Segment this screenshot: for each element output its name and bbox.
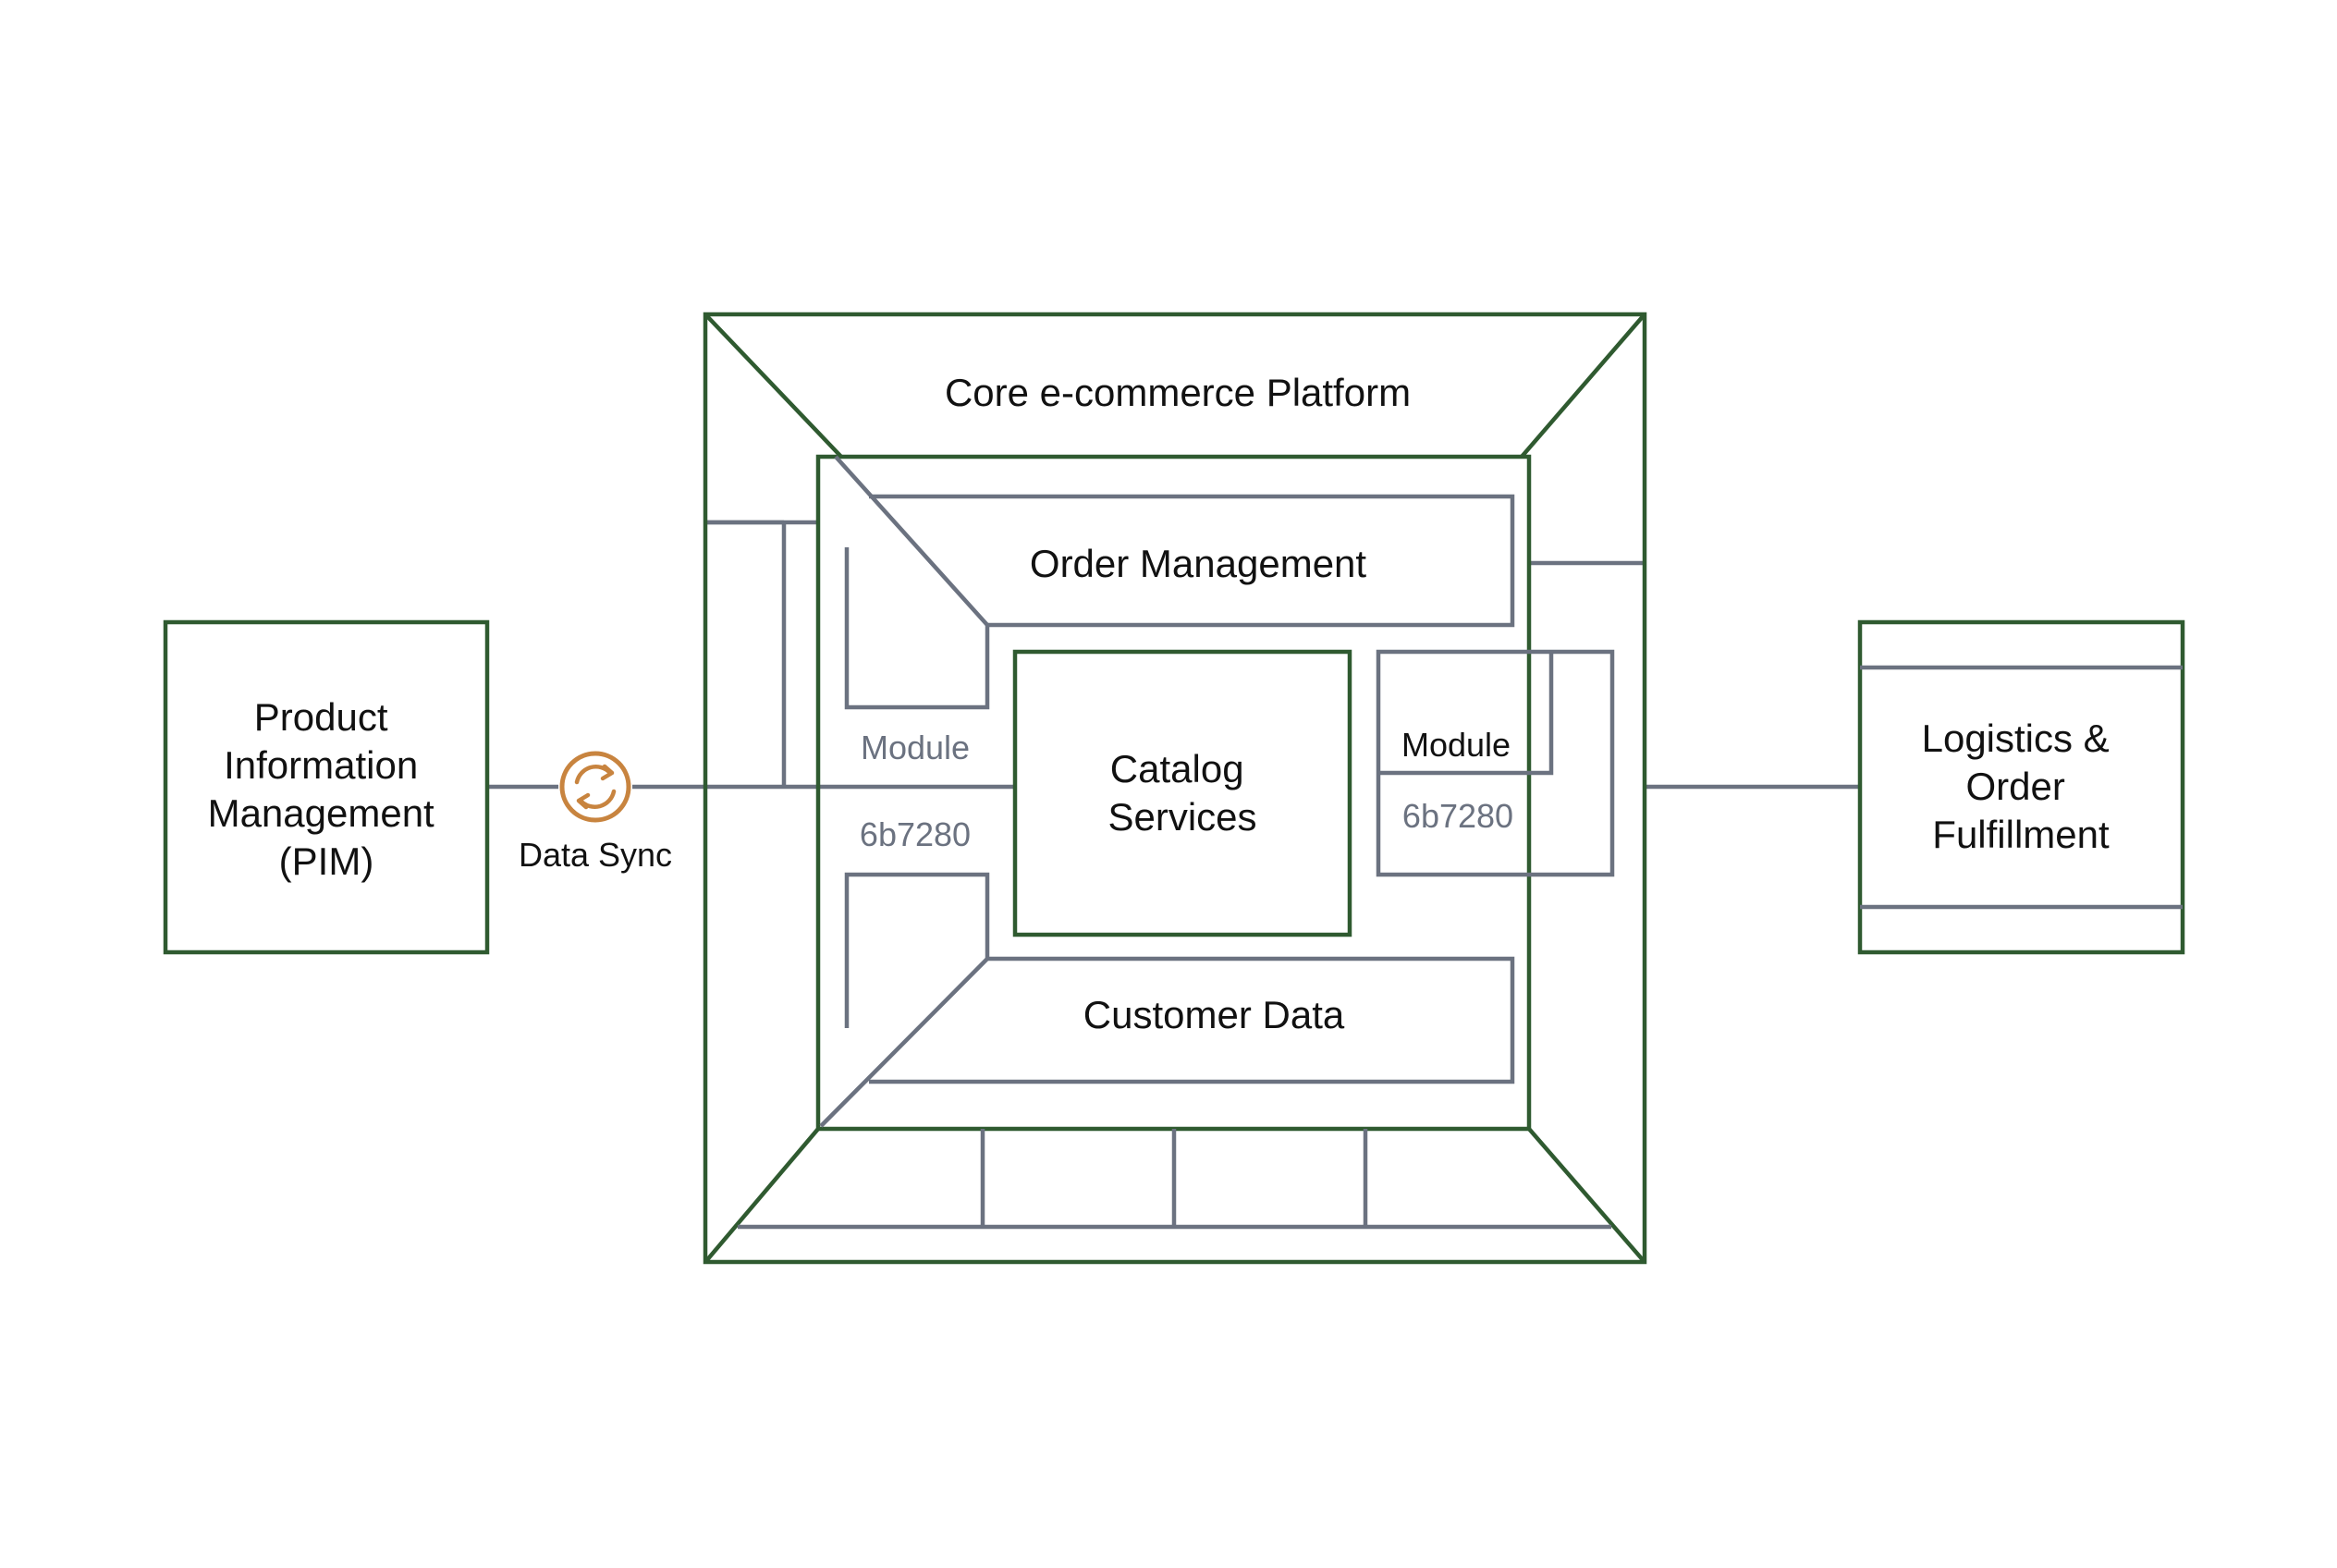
sync-icon <box>559 751 631 823</box>
platform-outer-frame <box>703 312 1647 1265</box>
order-management-box <box>869 494 1515 628</box>
logistics-node[interactable]: Logistics & Order Fulfillment <box>1857 619 2185 955</box>
right-module-inner-tab <box>1378 652 1554 776</box>
pim-node[interactable]: Product Information Management (PIM) <box>163 619 490 955</box>
order-management-diagonal <box>834 455 989 627</box>
logistics-box <box>1857 619 2185 955</box>
catalog-services-node[interactable]: Catalog Services <box>1012 649 1352 937</box>
frame-diagonal-bottom-left <box>704 1127 820 1264</box>
pim-label: Product Information Management (PIM) <box>208 695 446 883</box>
order-management-node[interactable]: Order Management <box>834 455 1515 710</box>
frame-diagonal-top-right <box>1520 312 1646 459</box>
customer-data-node[interactable]: Customer Data <box>819 872 1515 1128</box>
catalog-services-label: Catalog Services <box>1107 747 1256 839</box>
platform-title: Core e-commerce Platform <box>945 371 1411 414</box>
right-module-code: 6b7280 <box>1402 797 1513 835</box>
frame-diagonal-top-left <box>704 312 843 459</box>
left-module: Module 6b7280 <box>860 729 971 853</box>
core-platform[interactable]: Core e-commerce Platform <box>703 312 1647 1265</box>
right-module-box <box>1376 649 1615 877</box>
pim-box <box>163 619 490 955</box>
customer-data-box <box>869 956 1515 1084</box>
customer-data-label: Customer Data <box>1083 993 1345 1036</box>
order-management-label: Order Management <box>1030 542 1367 585</box>
right-module[interactable]: Module 6b7280 <box>1376 649 1615 877</box>
logistics-label: Logistics & Order Fulfillment <box>1922 717 2121 856</box>
catalog-services-box <box>1012 649 1352 937</box>
connectors <box>487 520 1860 790</box>
bottom-rack <box>738 1129 1611 1230</box>
data-sync[interactable]: Data Sync <box>519 751 672 874</box>
frame-diagonal-bottom-right <box>1527 1127 1646 1264</box>
customer-data-diagonal <box>819 957 989 1128</box>
sync-label: Data Sync <box>519 836 672 874</box>
right-module-label: Module <box>1401 726 1511 764</box>
order-management-left-bracket <box>844 547 990 710</box>
left-module-code: 6b7280 <box>860 815 971 853</box>
left-module-label: Module <box>861 729 970 766</box>
customer-data-left-bracket <box>844 872 990 1028</box>
